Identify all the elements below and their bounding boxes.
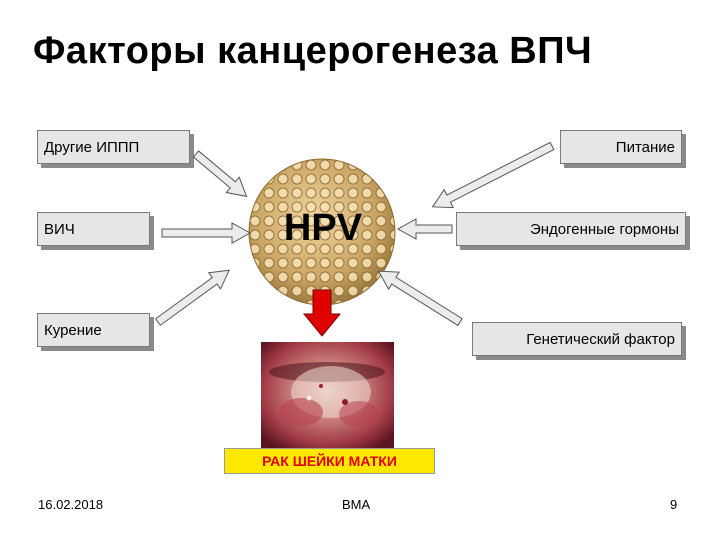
footer-center-text: ВМА: [342, 497, 370, 512]
outcome-label: РАК ШЕЙКИ МАТКИ: [224, 448, 435, 474]
arrow-nutrition: [428, 137, 556, 216]
cervix-photo: [261, 342, 394, 450]
arrow-other-stis: [190, 146, 253, 204]
arrow-to-cancer: [304, 290, 340, 336]
footer-page-number: 9: [670, 497, 677, 512]
arrow-hiv: [162, 223, 250, 243]
arrow-smoking: [152, 262, 235, 330]
arrow-endogenous-hormones: [398, 219, 452, 239]
arrow-genetic: [373, 263, 465, 331]
footer-date: 16.02.2018: [38, 497, 103, 512]
